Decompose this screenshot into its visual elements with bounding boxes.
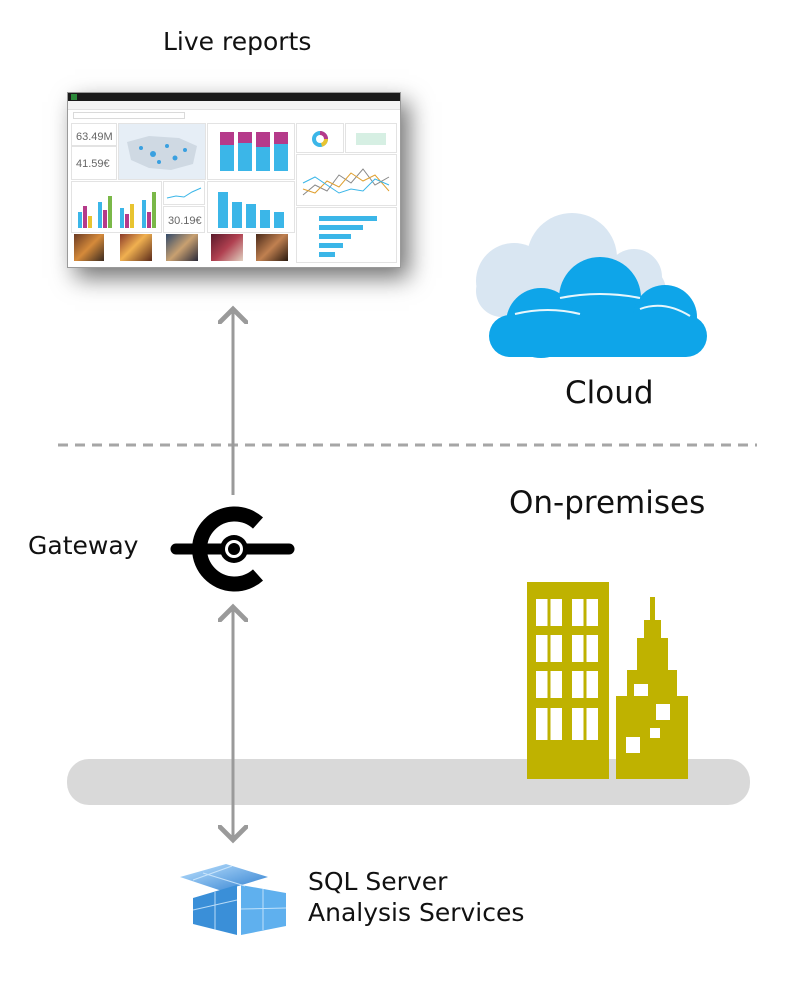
dashboard-kpi-3: 30.19€ xyxy=(168,215,202,227)
dashboard-menubar xyxy=(68,101,400,110)
ssas-label-line2: Analysis Services xyxy=(308,898,525,928)
dashboard-tile-clustered-bars xyxy=(71,181,162,233)
live-report-dashboard-thumbnail: 63.49M 41.59€ xyxy=(67,92,401,268)
clustered-bar-visual xyxy=(78,192,156,228)
map-visual xyxy=(127,136,197,170)
on-premises-buildings-icon xyxy=(527,582,688,779)
ssas-cube-icon xyxy=(180,864,287,935)
dashboard-tile-line-chart xyxy=(296,154,397,206)
dashboard-kpi-2: 41.59€ xyxy=(76,158,110,170)
gateway-label: Gateway xyxy=(28,531,139,560)
dashboard-photo-4 xyxy=(211,234,243,261)
app-logo-icon xyxy=(71,94,77,100)
dashboard-photo-2 xyxy=(120,234,152,261)
gateway-icon xyxy=(170,506,295,592)
dashboard-tile-pie xyxy=(296,123,344,153)
green-card-fill xyxy=(356,133,386,145)
column-chart-visual xyxy=(218,192,284,228)
live-reports-label: Live reports xyxy=(163,27,312,56)
horizontal-bar-visual xyxy=(319,216,377,257)
dashboard-tile-green-card xyxy=(345,123,397,153)
pie-visual xyxy=(312,131,328,147)
dashboard-tile-stacked-bars xyxy=(207,123,295,180)
dashboard-photo-5 xyxy=(256,234,288,261)
dashboard-kpi-1: 63.49M xyxy=(76,131,113,143)
ssas-label: SQL Server Analysis Services xyxy=(308,866,524,929)
line-chart-visual xyxy=(302,168,390,196)
ssas-label-line1: SQL Server xyxy=(308,867,448,896)
dashboard-tile-bar-chart xyxy=(296,207,397,263)
dashboard-tile-kpi-1: 63.49M xyxy=(71,123,117,146)
dashboard-tile-kpi-2: 41.59€ xyxy=(71,146,117,180)
on-premises-label: On-premises xyxy=(509,485,706,521)
cloud-label: Cloud xyxy=(565,375,654,411)
dashboard-photo-1 xyxy=(74,234,104,261)
dashboard-tile-column-chart xyxy=(207,181,295,233)
dashboard-tile-map xyxy=(118,123,206,180)
dashboard-tile-sparkline xyxy=(163,181,205,205)
dashboard-search-box xyxy=(73,112,185,119)
sparkline-visual xyxy=(166,187,202,199)
stacked-bar-visual xyxy=(220,132,288,171)
cloud-icon xyxy=(476,213,707,358)
dashboard-tile-kpi-3: 30.19€ xyxy=(163,206,205,233)
dashboard-photo-3 xyxy=(166,234,198,261)
dashboard-titlebar xyxy=(68,93,400,101)
